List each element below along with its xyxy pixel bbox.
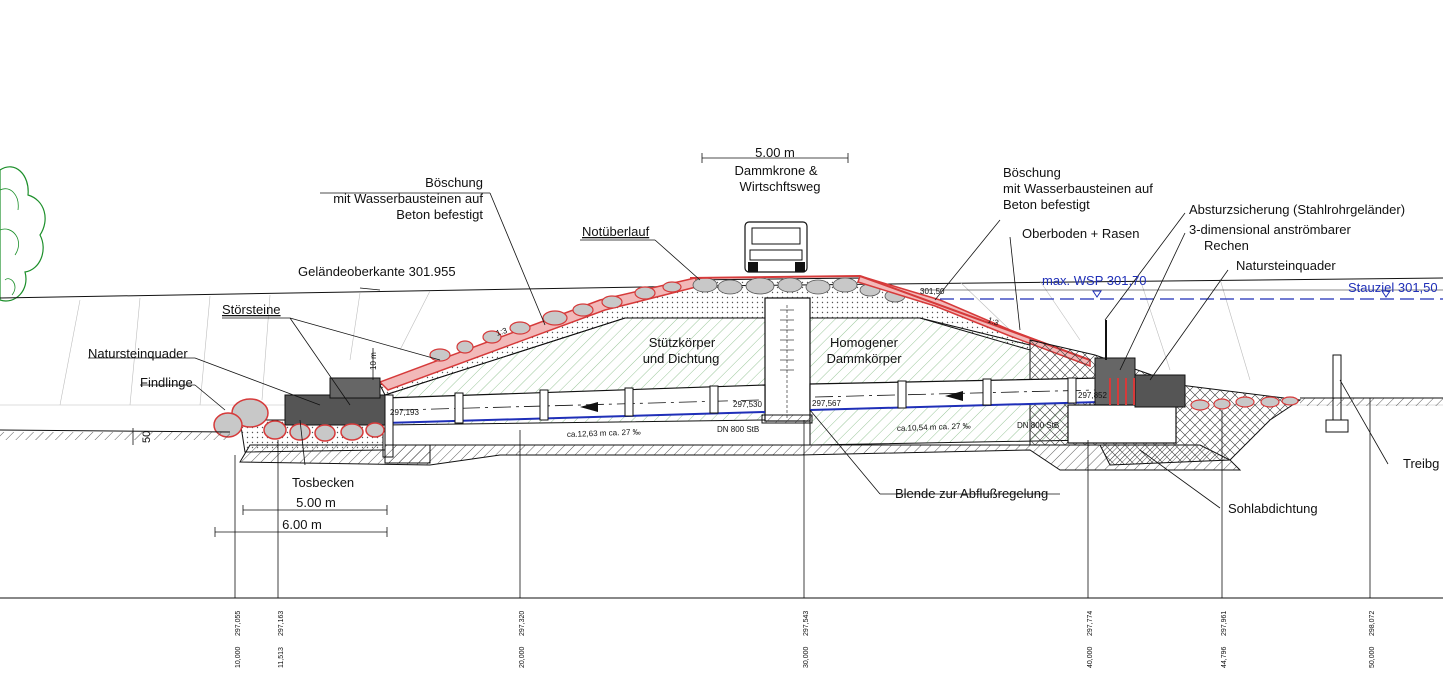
- station-1: 11,513: [278, 647, 285, 668]
- elev-3: 297,543: [803, 611, 810, 636]
- height-50: 50: [141, 431, 153, 443]
- rake-label-1: 3-dimensional anströmbarer: [1189, 222, 1352, 237]
- tree-icon: [0, 166, 46, 302]
- body-label-1: Homogener: [830, 335, 899, 350]
- crown-label-2: Wirtschftsweg: [740, 179, 821, 194]
- stauziel-label: Stauziel 301,50: [1348, 280, 1438, 295]
- vehicle-icon: [744, 221, 808, 273]
- ground-edge-line: [0, 285, 701, 299]
- elev-mid-right: 297,567: [812, 399, 841, 408]
- station-labels: 10,000 297,055 11,513 297,163 20,000 297…: [235, 611, 1376, 668]
- slope-ratio-right: 1:3: [986, 315, 1000, 327]
- inlet-structure: [1067, 320, 1186, 444]
- fall-protection-label: Absturzsicherung (Stahlrohrgeländer): [1189, 202, 1405, 217]
- station-0: 10,000: [235, 646, 242, 668]
- natursteinquader-right-label: Natursteinquader: [1236, 258, 1336, 273]
- station-3: 30,000: [803, 646, 810, 668]
- elev-5: 297,961: [1221, 611, 1228, 636]
- spillway-label: Notüberlauf: [582, 224, 650, 239]
- slope-right-label-2: mit Wasserbausteinen auf: [1003, 181, 1153, 196]
- crown-width-label: 5.00 m: [755, 145, 795, 160]
- elev-mid-left: 297,530: [733, 400, 762, 409]
- max-wsp-label: max. WSP 301,70: [1042, 273, 1147, 288]
- pipe-slope-right: ca.10,54 m ca. 27 ‰: [897, 421, 971, 433]
- sohlabdichtung-label: Sohlabdichtung: [1228, 501, 1318, 516]
- riprap-stones-left: [429, 281, 682, 362]
- slope-right-label-3: Beton befestigt: [1003, 197, 1090, 212]
- core-label-2: und Dichtung: [643, 351, 720, 366]
- control-shaft: [761, 297, 813, 424]
- rake-label-2: Rechen: [1204, 238, 1249, 253]
- station-verticals: [234, 398, 1371, 598]
- station-5: 44,796: [1221, 646, 1228, 668]
- dim-600-label: 6.00 m: [282, 517, 322, 532]
- boulders-right: [1190, 396, 1299, 411]
- flotsam-post: [1325, 354, 1349, 433]
- elev-right: 297,852: [1078, 391, 1107, 400]
- slope-ratio-left: 1:3: [495, 326, 509, 338]
- core-label-1: Stützkörper: [649, 335, 716, 350]
- slope-left-label-2: mit Wasserbausteinen auf: [333, 191, 483, 206]
- dimension-lines: [132, 153, 849, 537]
- body-label-2: Dammkörper: [826, 351, 902, 366]
- blende-label: Blende zur Abflußregelung: [895, 486, 1048, 501]
- treibgut-label: Treibg: [1403, 456, 1439, 471]
- station-6: 50,000: [1369, 646, 1376, 668]
- dn-left: DN 800 StB: [717, 425, 759, 434]
- findlinge-label: Findlinge: [140, 375, 193, 390]
- elev-4: 297,774: [1087, 611, 1094, 636]
- pipe-slope-left: ca.12,63 m ca. 27 ‰: [567, 427, 641, 439]
- station-2: 20,000: [519, 646, 526, 668]
- outlet-pipe: [384, 377, 1101, 424]
- elev-2: 297,320: [519, 611, 526, 636]
- crown-label-1: Dammkrone &: [734, 163, 817, 178]
- height-10m: 10 m: [369, 352, 378, 370]
- level-301-50: 301,50: [920, 287, 945, 296]
- elev-6: 298,072: [1369, 611, 1376, 636]
- station-4: 40,000: [1087, 646, 1094, 668]
- ground-edge-label: Geländeoberkante 301.955: [298, 264, 456, 279]
- stoersteine-label: Störsteine: [222, 302, 281, 317]
- dn-right: DN 800 StB: [1017, 421, 1059, 430]
- slope-left-label-1: Böschung: [425, 175, 483, 190]
- natursteinquader-left-label: Natursteinquader: [88, 346, 188, 361]
- leader-lines: [88, 192, 1389, 509]
- boulders-left: [213, 398, 385, 442]
- dim-500-label: 5.00 m: [296, 495, 336, 510]
- elev-0: 297,055: [235, 611, 242, 636]
- base-ground-line: [0, 397, 1443, 440]
- elev-1: 297,163: [278, 611, 285, 636]
- slope-left-label-3: Beton befestigt: [396, 207, 483, 222]
- slope-right-label-1: Böschung: [1003, 165, 1061, 180]
- water-levels: [920, 289, 1443, 300]
- tosbecken-label: Tosbecken: [292, 475, 354, 490]
- elev-left: 297,193: [390, 408, 419, 417]
- topsoil-label: Oberboden + Rasen: [1022, 226, 1139, 241]
